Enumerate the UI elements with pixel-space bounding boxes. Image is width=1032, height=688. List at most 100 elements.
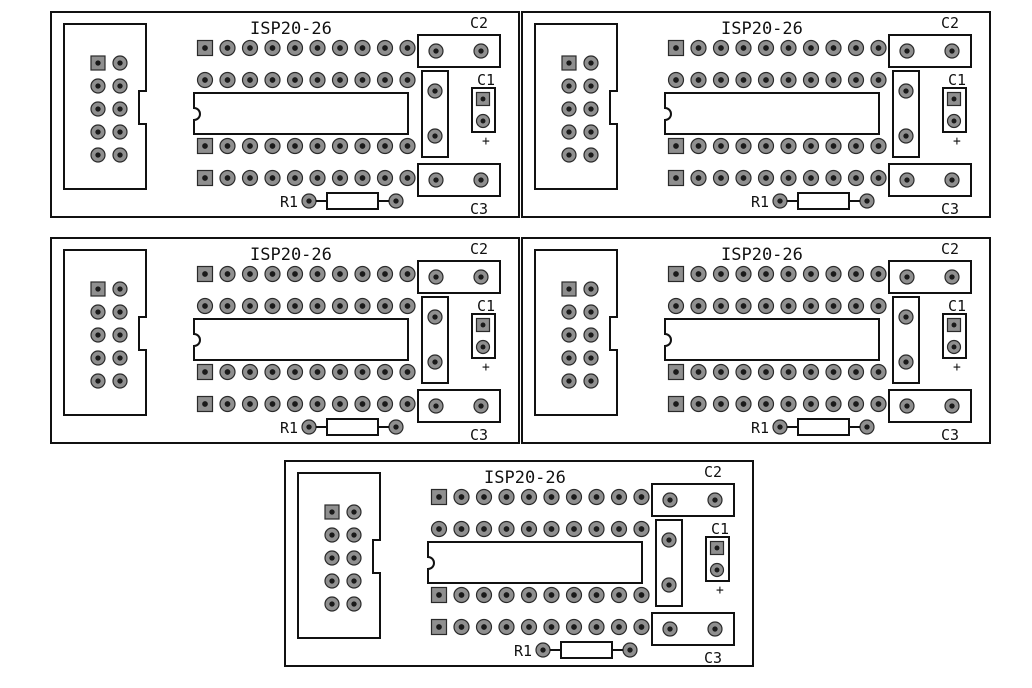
ic-pin-bottom xyxy=(870,137,887,155)
pad-hole xyxy=(616,624,622,630)
top-pad xyxy=(376,265,394,283)
ic-pin-bottom xyxy=(399,363,416,381)
pad-hole xyxy=(593,494,600,500)
ic-pin-top xyxy=(498,520,515,538)
pad-hole xyxy=(571,526,577,532)
top-pad xyxy=(870,39,887,57)
pad-hole xyxy=(830,303,837,309)
vertical-pad xyxy=(427,309,443,325)
c3-label: C3 xyxy=(941,200,959,218)
pad-hole xyxy=(740,401,747,407)
pad-hole xyxy=(740,77,747,83)
top-pad xyxy=(667,39,685,57)
pcb-board-drawing: ISP20-26 C2 C1 + C3 R1 xyxy=(50,237,520,444)
header-pin xyxy=(90,304,106,320)
pad-hole xyxy=(480,344,486,350)
ic-pin-top xyxy=(475,520,493,538)
ic-pin-top xyxy=(453,520,470,538)
pad-hole xyxy=(714,545,720,551)
ic-pin-top xyxy=(219,71,236,89)
pad-hole xyxy=(949,48,955,54)
pad-hole xyxy=(436,494,442,500)
board-graphics xyxy=(521,237,991,444)
bottom-pad xyxy=(376,395,394,413)
ic-pin-bottom xyxy=(633,586,650,604)
pad-hole xyxy=(627,647,633,653)
pad-hole xyxy=(337,271,343,277)
pad-hole xyxy=(404,303,411,309)
top-pad xyxy=(309,265,326,283)
c3-pad xyxy=(428,398,444,414)
pad-hole xyxy=(503,494,510,500)
pad-hole xyxy=(95,152,101,158)
pad-hole xyxy=(480,96,486,102)
pad-hole xyxy=(785,401,792,407)
top-pad xyxy=(780,39,797,57)
c2-pad xyxy=(428,43,444,59)
pad-hole xyxy=(853,175,859,181)
pad-hole xyxy=(593,592,600,598)
top-pad xyxy=(690,265,707,283)
pad-hole xyxy=(359,271,366,277)
pcb-board-2: ISP20-26 C2 C1 + C3 R1 xyxy=(521,11,991,218)
r1-pad xyxy=(859,419,875,435)
bottom-pad xyxy=(588,618,605,636)
pad-hole xyxy=(673,369,679,375)
c2-pad xyxy=(473,43,489,59)
r1-pad xyxy=(301,419,317,435)
pad-hole xyxy=(695,175,702,181)
ic-pin-bottom xyxy=(690,363,707,381)
pad-hole xyxy=(382,401,388,407)
pad-hole xyxy=(864,424,870,430)
header-pin xyxy=(324,573,340,589)
ic-pin-bottom xyxy=(453,586,470,604)
pad-hole xyxy=(404,401,411,407)
ic-pin-top xyxy=(264,71,281,89)
bottom-pad xyxy=(712,169,730,187)
pad-hole xyxy=(712,626,718,632)
pad-hole xyxy=(540,647,546,653)
pad-hole xyxy=(224,369,231,375)
pad-hole xyxy=(718,175,724,181)
ic-pin-top xyxy=(264,297,281,315)
bottom-pad xyxy=(780,395,797,413)
pad-hole xyxy=(808,175,814,181)
header-pin xyxy=(90,281,106,297)
pad-hole xyxy=(359,369,366,375)
pad-hole xyxy=(695,45,702,51)
ic-pin-top xyxy=(376,297,394,315)
pad-hole xyxy=(949,177,955,183)
pad-hole xyxy=(763,77,769,83)
c1-pad xyxy=(946,91,962,107)
header-pin xyxy=(561,101,577,117)
pad-hole xyxy=(740,369,747,375)
ic-pin-bottom xyxy=(802,363,820,381)
header-pin xyxy=(112,350,128,366)
bottom-pad xyxy=(196,169,214,187)
board-graphics xyxy=(50,11,520,218)
pad-hole xyxy=(393,424,399,430)
r1-label: R1 xyxy=(514,642,532,660)
bottom-pad xyxy=(520,618,538,636)
c3-label: C3 xyxy=(704,649,722,667)
header-pin xyxy=(561,304,577,320)
pad-hole xyxy=(329,601,335,607)
pad-hole xyxy=(566,309,572,315)
c1-plus-label: + xyxy=(716,583,724,598)
pad-hole xyxy=(224,401,231,407)
bottom-pad xyxy=(286,395,304,413)
pad-hole xyxy=(478,177,484,183)
pcb-board-4: ISP20-26 C2 C1 + C3 R1 xyxy=(521,237,991,444)
bottom-pad xyxy=(196,395,214,413)
pad-hole xyxy=(95,106,101,112)
pad-hole xyxy=(224,143,231,149)
pad-hole xyxy=(247,45,253,51)
pad-hole xyxy=(638,494,645,500)
top-pad xyxy=(241,265,259,283)
pad-hole xyxy=(904,48,910,54)
top-pad xyxy=(219,265,236,283)
pad-hole xyxy=(351,509,357,515)
header-pin xyxy=(324,550,340,566)
header-pin xyxy=(561,373,577,389)
